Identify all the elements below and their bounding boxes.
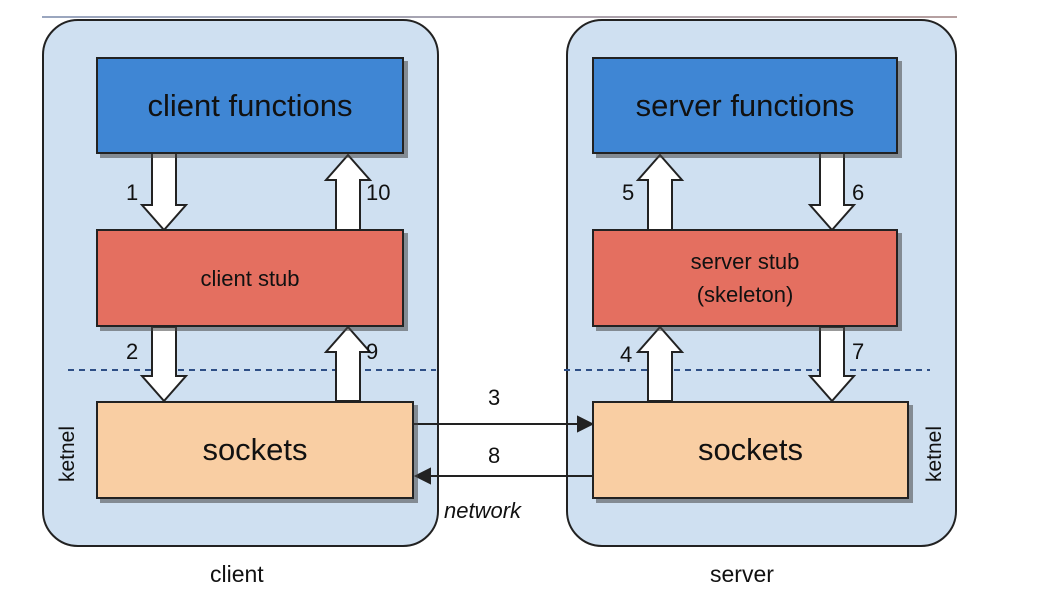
arrow-step-5 bbox=[635, 153, 685, 231]
arrow-step-2 bbox=[139, 326, 189, 403]
server-sockets-label: sockets bbox=[697, 432, 804, 467]
client-functions-box: client functions bbox=[96, 57, 404, 154]
arrow-step-1 bbox=[139, 152, 189, 232]
server-kernel-label: ketnel bbox=[923, 425, 947, 483]
server-caption: server bbox=[710, 561, 774, 587]
step-3-label: 3 bbox=[488, 385, 501, 410]
client-stub-box: client stub bbox=[96, 229, 404, 327]
network-label: network bbox=[444, 498, 522, 523]
client-stub-label: client stub bbox=[200, 265, 300, 291]
step-10-label: 10 bbox=[366, 180, 391, 205]
step-1-label: 1 bbox=[126, 180, 139, 205]
server-stub-sublabel: (skeleton) bbox=[696, 282, 794, 307]
step-6-label: 6 bbox=[852, 180, 865, 205]
server-sockets-box: sockets bbox=[592, 401, 909, 499]
client-kernel-label: ketnel bbox=[56, 425, 80, 483]
arrow-step-10 bbox=[323, 153, 373, 231]
step-2-label: 2 bbox=[126, 339, 139, 364]
step-8-label: 8 bbox=[488, 443, 501, 468]
step-7-label: 7 bbox=[852, 339, 865, 364]
server-functions-box: server functions bbox=[592, 57, 898, 154]
client-functions-label: client functions bbox=[147, 87, 353, 123]
step-4-label: 4 bbox=[620, 342, 633, 367]
step-5-label: 5 bbox=[622, 180, 635, 205]
server-stub-box: server stub (skeleton) bbox=[592, 229, 898, 327]
arrow-step-8-head bbox=[413, 467, 431, 485]
arrow-step-7 bbox=[807, 326, 857, 403]
client-caption: client bbox=[210, 561, 264, 587]
top-rule bbox=[42, 16, 957, 18]
client-sockets-label: sockets bbox=[202, 432, 308, 467]
client-sockets-box: sockets bbox=[96, 401, 414, 499]
arrow-step-9 bbox=[323, 325, 373, 402]
server-functions-label: server functions bbox=[635, 87, 855, 123]
arrow-step-4 bbox=[635, 325, 685, 402]
server-stub-label: server stub bbox=[690, 249, 800, 274]
step-9-label: 9 bbox=[366, 339, 379, 364]
arrow-step-6 bbox=[807, 152, 857, 232]
arrow-step-3-head bbox=[577, 415, 595, 433]
